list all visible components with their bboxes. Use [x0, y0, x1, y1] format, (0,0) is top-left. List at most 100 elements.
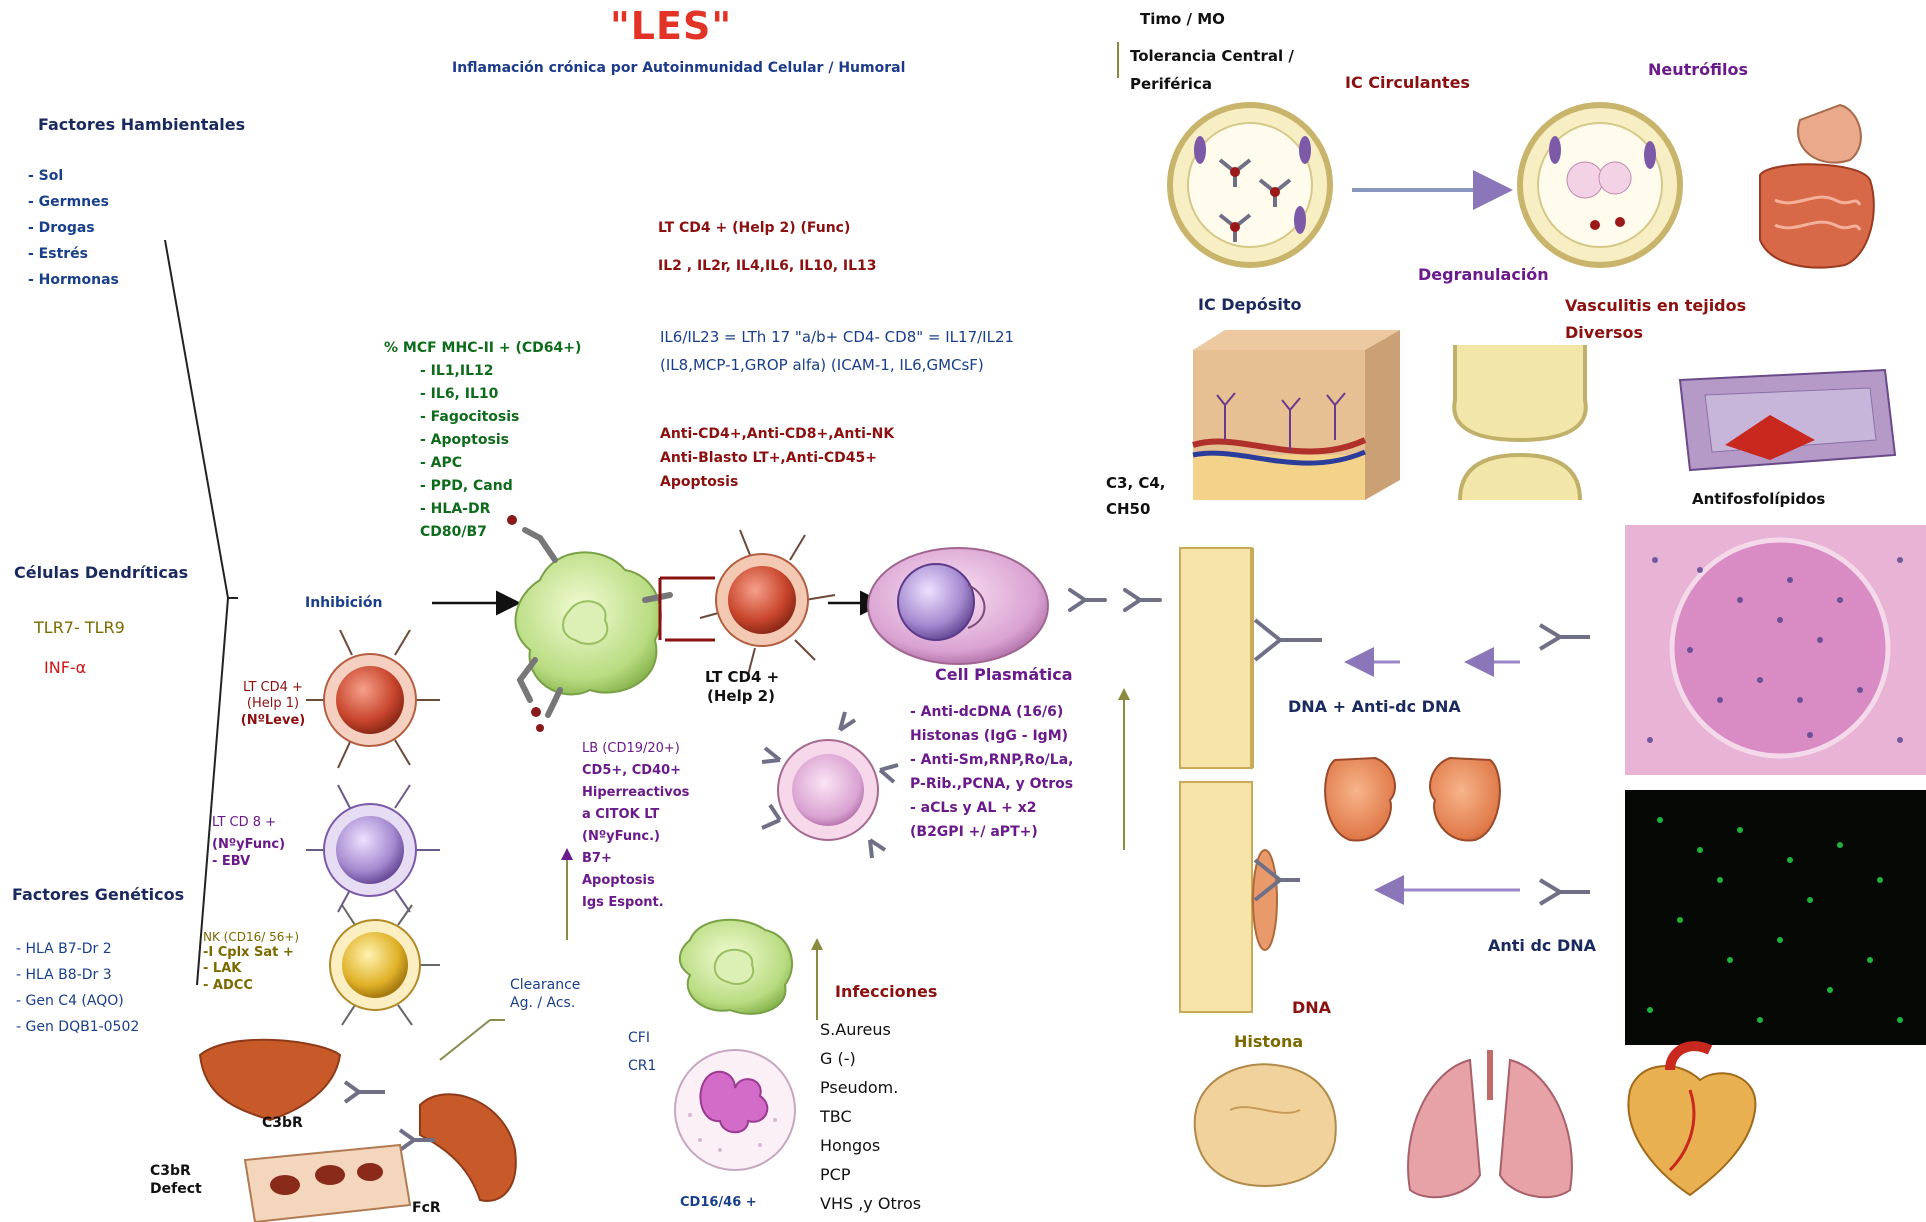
tolerancia-label: Tolerancia Central / Periférica — [1130, 42, 1294, 98]
clearance-label: Clearance Ag. / Acs. — [510, 977, 580, 1012]
list-item: PCP — [820, 1160, 921, 1189]
list-item: - IL1,IL12 — [420, 360, 519, 383]
tissue-column-bottom — [1180, 782, 1277, 1012]
neutrofilos-label: Neutrófilos — [1648, 60, 1748, 80]
list-item: - Drogas — [28, 215, 119, 241]
list-item: - Hormonas — [28, 267, 119, 293]
list-item: CD5+, CD40+ — [582, 760, 689, 782]
c3br-label: C3bR — [262, 1115, 303, 1133]
list-item: - HLA-DR — [420, 498, 519, 521]
neutrophil-cell — [675, 1050, 795, 1170]
cr1-label: CR1 — [628, 1058, 656, 1076]
list-item: VHS ,y Otros — [820, 1189, 921, 1218]
list-item: - IL6, IL10 — [420, 383, 519, 406]
celulas-dendriticas-heading: Células Dendríticas — [14, 563, 188, 583]
liver-illustration — [200, 1040, 340, 1120]
timo-label: Timo / MO — [1140, 10, 1225, 29]
list-item: - aCLs y AL + x2 — [910, 796, 1073, 820]
il-line: IL2 , IL2r, IL4,IL6, IL10, IL13 — [658, 258, 877, 276]
list-item: Hongos — [820, 1131, 921, 1160]
list-item: - Gen DQB1-0502 — [16, 1014, 139, 1040]
factores-ambientales-list: - Sol - Germnes - Drogas - Estrés - Horm… — [28, 163, 119, 293]
il6-line-1: IL6/IL23 = LTh 17 "a/b+ CD4- CD8" = IL17… — [660, 328, 1014, 347]
lt-cd4-help1-cell — [306, 630, 440, 768]
list-item: TBC — [820, 1102, 921, 1131]
list-item: Histonas (IgG - IgM) — [910, 724, 1073, 748]
lungs-illustration — [1408, 1050, 1572, 1197]
ic-deposito-label: IC Depósito — [1198, 295, 1302, 315]
plasma-cell — [868, 548, 1048, 664]
list-item: - HLA B7-Dr 2 — [16, 936, 139, 962]
macrophage-header: % MCF MHC-II + (CD64+) — [384, 340, 581, 358]
immunofluorescence-image — [1625, 790, 1926, 1045]
dendritic-cell — [507, 515, 670, 732]
degranulacion-label: Degranulación — [1418, 265, 1549, 285]
factores-geneticos-list: - HLA B7-Dr 2 - HLA B8-Dr 3 - Gen C4 (AQ… — [16, 936, 139, 1040]
infecciones-list: S.Aureus G (-) Pseudom. TBC Hongos PCP V… — [820, 1015, 921, 1218]
brain-illustration — [1195, 1064, 1336, 1186]
vasculitis-vessel — [1680, 370, 1895, 470]
lt-cd8-label: LT CD 8 + (NºyFunc) - EBV — [212, 815, 285, 870]
vessel-neutrofilos — [1520, 105, 1680, 265]
spleen-illustration — [420, 1094, 516, 1201]
joint-illustration — [1454, 345, 1585, 500]
list-item: - Apoptosis — [420, 429, 519, 452]
clearance-connector — [440, 1020, 505, 1060]
kidneys — [1320, 752, 1510, 857]
list-item: a CITOK LT — [582, 804, 689, 826]
list-item: Igs Espont. — [582, 892, 689, 914]
list-item: - HLA B8-Dr 3 — [16, 962, 139, 988]
lb-list: LB (CD19/20+) CD5+, CD40+ Hiperreactivos… — [582, 738, 689, 914]
heart-illustration — [1628, 1046, 1755, 1195]
inf-label: INF-α — [44, 658, 86, 678]
lt-cd4-help1-label: LT CD4 + (Help 1) (NºLeve) — [228, 680, 318, 729]
list-item: (NºyFunc.) — [582, 826, 689, 848]
infecciones-heading: Infecciones — [835, 982, 937, 1002]
histology-kidney-biopsy — [1625, 525, 1926, 775]
list-item: Pseudom. — [820, 1073, 921, 1102]
ic-circulantes-label: IC Circulantes — [1345, 73, 1470, 93]
nk-label: NK (CD16/ 56+) -I Cplx Sat + - LAK - ADC… — [203, 930, 299, 994]
dna-anti-label: DNA + Anti-dc DNA — [1288, 697, 1461, 717]
list-item: - APC — [420, 452, 519, 475]
cfi-label: CFI — [628, 1030, 650, 1048]
c3c4-label: C3, C4, CH50 — [1106, 470, 1166, 522]
dna-label: DNA — [1292, 998, 1331, 1018]
vasculitis-label: Vasculitis en tejidos Diversos — [1565, 292, 1746, 346]
nk-cell — [330, 905, 440, 1025]
blood-vessel-rbc — [245, 1145, 410, 1222]
list-item: - Anti-dcDNA (16/6) — [910, 700, 1073, 724]
left-bracket — [165, 240, 238, 985]
list-item: - PPD, Cand — [420, 475, 519, 498]
lt-cd8-cell — [306, 785, 440, 912]
anti-dc-dna-label: Anti dc DNA — [1488, 936, 1596, 956]
list-item: B7+ — [582, 848, 689, 870]
cell-plasmatica-label: Cell Plasmática — [935, 665, 1073, 685]
list-item: - Anti-Sm,RNP,Ro/La, — [910, 748, 1073, 772]
lb-cell — [762, 712, 898, 858]
factores-geneticos-heading: Factores Genéticos — [12, 885, 184, 905]
list-item: Apoptosis — [582, 870, 689, 892]
diagram-subtitle: Inflamación crónica por Autoinmunidad Ce… — [452, 60, 905, 76]
c3br-defect-label: C3bR Defect — [150, 1163, 202, 1198]
antibody-symbols — [1070, 590, 1160, 610]
antifosfolipidos-label: Antifosfolípidos — [1692, 490, 1825, 509]
list-item: (B2GPI +/ aPT+) — [910, 820, 1073, 844]
list-item: - Germnes — [28, 189, 119, 215]
skin-tissue-block — [1193, 330, 1400, 500]
il6-line-2: (IL8,MCP-1,GROP alfa) (ICAM-1, IL6,GMCsF… — [660, 356, 984, 375]
stomach-intestine — [1760, 105, 1874, 268]
macrophage-cell — [680, 920, 792, 1014]
list-item: S.Aureus — [820, 1015, 921, 1044]
list-item: CD80/B7 — [420, 521, 519, 544]
histona-label: Histona — [1234, 1032, 1303, 1052]
apc-link-bars — [660, 578, 715, 640]
vessel-ic-circulantes — [1170, 105, 1330, 265]
tlr-label: TLR7- TLR9 — [34, 618, 125, 638]
factores-ambientales-heading: Factores Hambientales — [38, 115, 245, 135]
list-item: - Gen C4 (AQO) — [16, 988, 139, 1014]
cd16-label: CD16/46 + — [680, 1195, 757, 1211]
list-item: - Sol — [28, 163, 119, 189]
fcr-label: FcR — [412, 1200, 441, 1218]
